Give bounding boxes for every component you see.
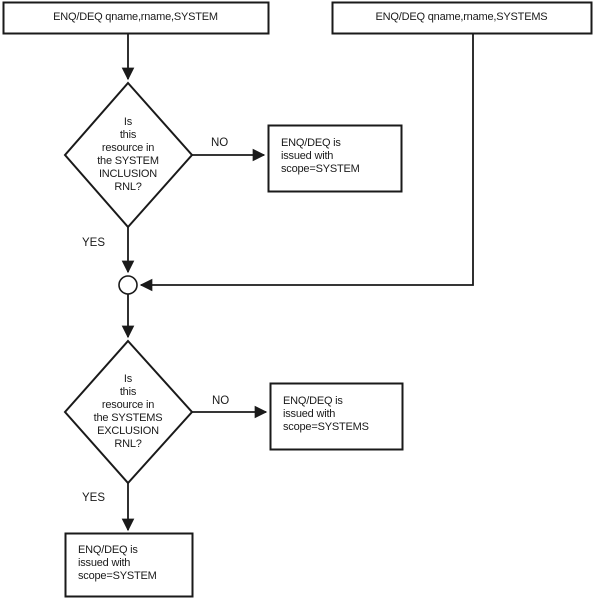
result-scope-system-bottom-box[interactable]	[65, 533, 193, 597]
start-systems-box-shape	[331, 1, 593, 35]
edge-label-inclusion-no: NO	[211, 137, 229, 149]
junction-connector[interactable]	[119, 276, 138, 295]
start-system-box[interactable]	[3, 2, 269, 34]
edge-label-inclusion-yes: YES	[82, 237, 106, 249]
start-systems-box[interactable]	[332, 2, 592, 34]
edge-label-exclusion-yes: YES	[82, 492, 106, 504]
edge-label-exclusion-no: NO	[212, 395, 230, 407]
result-scope-systems-shape	[269, 382, 404, 451]
result-scope-system-top-box[interactable]	[268, 125, 402, 192]
edge-systems-to-junction	[139, 34, 474, 292]
decision-exclusion-node[interactable]	[65, 341, 193, 484]
result-scope-system-bottom-shape	[64, 532, 194, 598]
result-scope-systems-box[interactable]	[270, 383, 403, 450]
decision-inclusion-node[interactable]	[65, 83, 193, 228]
result-scope-system-top-shape	[267, 124, 403, 193]
start-system-box-shape	[2, 1, 270, 35]
